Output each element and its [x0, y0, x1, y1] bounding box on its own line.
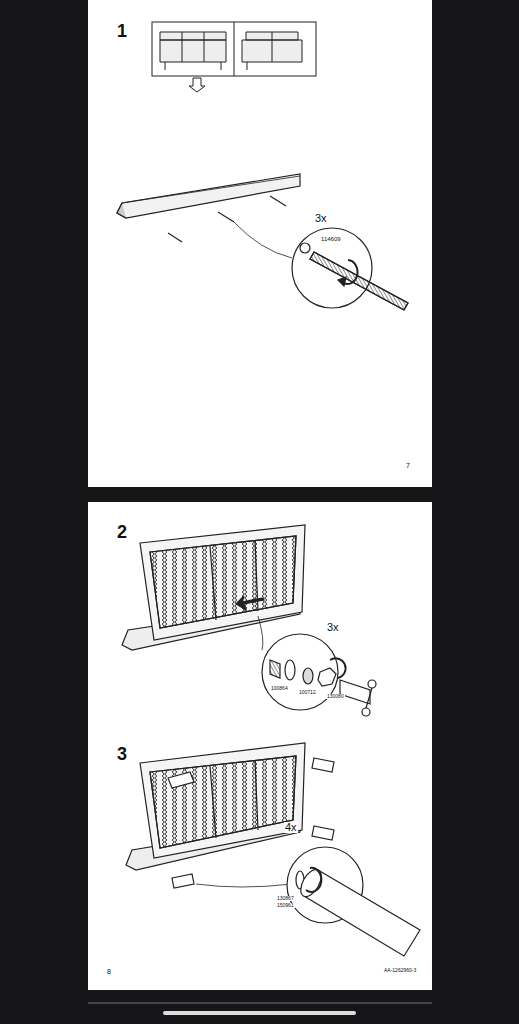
sofa-icons — [152, 22, 316, 92]
part-number: 130080 — [326, 694, 345, 699]
part-number: 100864 — [270, 686, 289, 691]
part-number: 114609 — [320, 236, 342, 242]
part-number: 150961 — [276, 903, 295, 908]
backrest-frame — [122, 525, 376, 716]
page — [88, 0, 432, 487]
page-number: 8 — [106, 968, 112, 975]
page — [88, 502, 432, 990]
frame-bar — [117, 174, 408, 310]
divider — [88, 1003, 432, 1004]
document-code: AA-1262960-3 — [383, 968, 417, 973]
step-number: 1 — [116, 22, 128, 40]
part-number: 100712 — [298, 690, 317, 695]
quantity-callout: 3x — [326, 622, 340, 633]
step-number: 2 — [116, 523, 128, 541]
home-indicator — [163, 1011, 356, 1015]
quantity-callout: 3x — [314, 213, 328, 224]
step-number: 3 — [116, 745, 128, 763]
quantity-callout: 4x — [284, 822, 298, 833]
sofa-frame-legs — [126, 743, 420, 956]
page-number: 7 — [405, 462, 411, 469]
part-number: 130867 — [276, 896, 295, 901]
